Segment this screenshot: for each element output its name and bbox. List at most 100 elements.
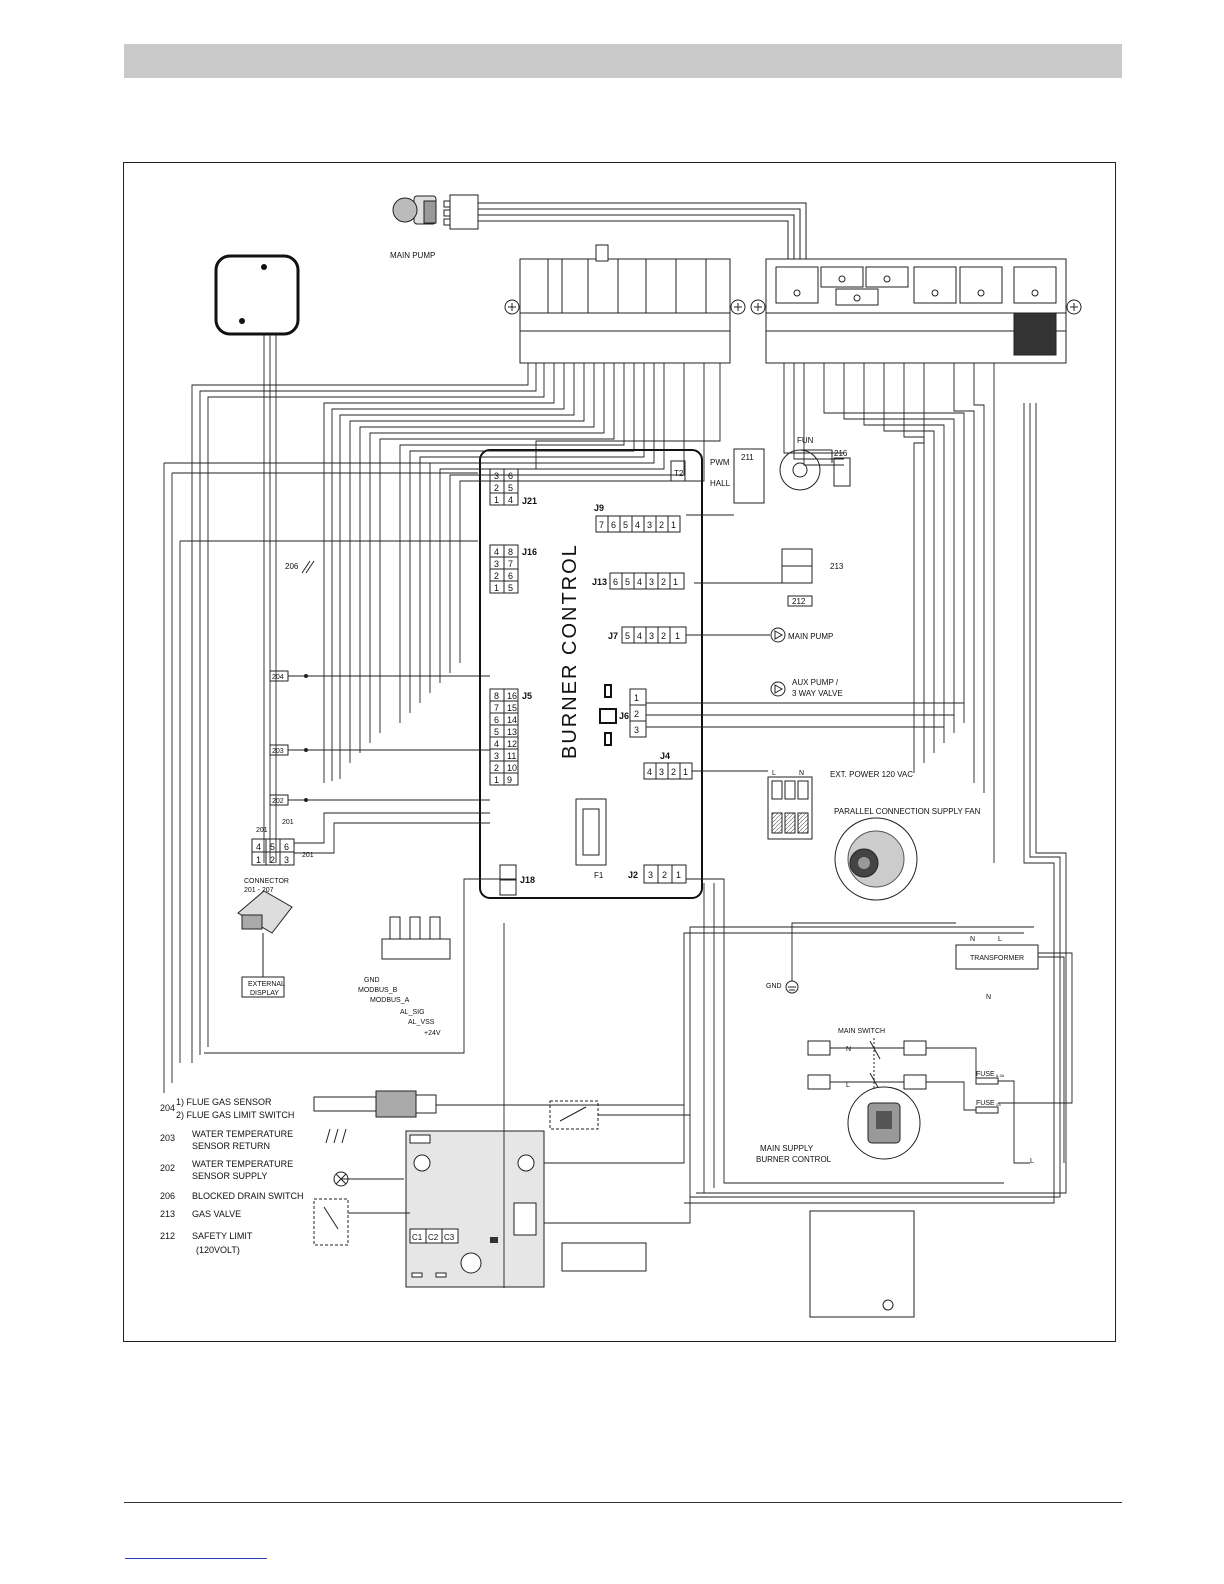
legend-212-code: 212 bbox=[160, 1231, 175, 1241]
ground-terminal: GND bbox=[766, 980, 799, 994]
wiring-diagram-frame: MAIN PUMP bbox=[123, 162, 1116, 1342]
blank-panel bbox=[809, 1210, 915, 1318]
j9-pin: 5 bbox=[623, 520, 628, 530]
j13-pin: 4 bbox=[637, 577, 642, 587]
legend-203-text: WATER TEMPERATURE bbox=[192, 1129, 293, 1139]
j5-pin: 16 bbox=[507, 691, 517, 701]
j13-pin: 1 bbox=[673, 577, 678, 587]
j21-pin: 2 bbox=[494, 483, 499, 493]
burner-control-label: BURNER CONTROL bbox=[559, 543, 581, 759]
connector-label-2: 201 - 207 bbox=[244, 887, 274, 894]
c201-pin: 4 bbox=[256, 842, 261, 852]
j5-pin: 3 bbox=[494, 751, 499, 761]
c201-pin: 3 bbox=[284, 855, 289, 865]
transformer: TRANSFORMER N L N bbox=[955, 936, 1039, 1001]
legend-202-text: SENSOR SUPPLY bbox=[192, 1171, 267, 1181]
modbus-pin-labels: GND MODBUS_B MODBUS_A AL_SIG AL_VSS +24V bbox=[358, 977, 441, 1037]
legend-202-code: 202 bbox=[160, 1163, 175, 1173]
l-bottom-label: L bbox=[1030, 1158, 1034, 1165]
pwm-label: PWM bbox=[710, 458, 730, 467]
fuse2-rating: 2A bbox=[996, 1102, 1001, 1107]
c201-label: 201 bbox=[256, 827, 268, 834]
fuse1-label: FUSE bbox=[976, 1071, 995, 1078]
c201-label: 201 bbox=[302, 852, 314, 859]
j18-label: J18 bbox=[520, 875, 535, 885]
j7-pin: 1 bbox=[675, 631, 680, 641]
j16-pin: 4 bbox=[494, 547, 499, 557]
j16-pin: 6 bbox=[508, 571, 513, 581]
j4-pin: 4 bbox=[647, 767, 652, 777]
c211-label: 211 bbox=[741, 453, 754, 462]
fuse2-label: FUSE bbox=[976, 1100, 995, 1107]
j21-pin: 1 bbox=[494, 495, 499, 505]
j16-pin: 3 bbox=[494, 559, 499, 569]
ignition-pin-c2: C2 bbox=[428, 1233, 439, 1242]
safety-limit-switch bbox=[313, 1198, 349, 1246]
modbus-b-label: MODBUS_B bbox=[358, 987, 398, 994]
c213-label: 213 bbox=[830, 562, 844, 571]
connector-j5: 8 16 7 15 6 14 5 13 4 12 3 11 2 10 1 9 J… bbox=[489, 688, 532, 786]
footer-link-underline bbox=[125, 1558, 267, 1559]
j4-pin: 3 bbox=[659, 767, 664, 777]
terminal-block-right bbox=[750, 258, 1082, 364]
j5-pin: 10 bbox=[507, 763, 517, 773]
j4-label: J4 bbox=[660, 751, 670, 761]
j16-label: J16 bbox=[522, 547, 537, 557]
j16-pin: 5 bbox=[508, 583, 513, 593]
legend-206-text: BLOCKED DRAIN SWITCH bbox=[192, 1191, 304, 1201]
j9-label: J9 bbox=[594, 503, 604, 513]
v24-label: +24V bbox=[424, 1030, 441, 1037]
aux-pump-symbol: AUX PUMP / 3 WAY VALVE bbox=[770, 678, 843, 698]
supply-fan-image bbox=[834, 817, 918, 901]
fan-blower: FUN 216 bbox=[779, 436, 851, 491]
connector-j18: J18 bbox=[499, 864, 535, 896]
j13-label: J13 bbox=[592, 577, 607, 587]
external-display-box: EXTERNAL DISPLAY bbox=[241, 933, 285, 998]
j7-pin: 2 bbox=[661, 631, 666, 641]
transformer-n2-label: N bbox=[986, 994, 991, 1001]
connector-j16: 4 8 3 7 2 6 1 5 J16 bbox=[489, 544, 537, 594]
safety-limit-212: 212 bbox=[787, 595, 813, 607]
legend-212-text: SAFETY LIMIT bbox=[192, 1231, 253, 1241]
j9-pin: 6 bbox=[611, 520, 616, 530]
j16-pin: 2 bbox=[494, 571, 499, 581]
c201-pin: 2 bbox=[270, 855, 275, 865]
j9-pin: 3 bbox=[647, 520, 652, 530]
main-switch-n-label: N bbox=[846, 1046, 851, 1053]
fan-connector-211: 211 PWM HALL bbox=[710, 448, 765, 504]
j5-pin: 5 bbox=[494, 727, 499, 737]
j6-label: J6 bbox=[619, 711, 629, 721]
j5-pin: 2 bbox=[494, 763, 499, 773]
j7-pin: 4 bbox=[637, 631, 642, 641]
main-switch: MAIN SWITCH N L bbox=[807, 1028, 927, 1093]
j5-pin: 9 bbox=[507, 775, 512, 785]
main-supply-label-1: MAIN SUPPLY bbox=[760, 1144, 814, 1153]
transformer-n-label: N bbox=[970, 936, 975, 943]
j4-pin: 1 bbox=[683, 767, 688, 777]
terminal-block-left bbox=[504, 244, 746, 364]
j7-pin: 3 bbox=[649, 631, 654, 641]
ignition-module: C1 C2 C3 bbox=[405, 1130, 545, 1288]
j21-pin: 5 bbox=[508, 483, 513, 493]
aux-pump-label-2: 3 WAY VALVE bbox=[792, 689, 843, 698]
connector-j4: 4 3 2 1 J4 bbox=[643, 751, 693, 780]
j5-pin: 8 bbox=[494, 691, 499, 701]
j2-pin: 1 bbox=[676, 870, 681, 880]
j13-pin: 2 bbox=[661, 577, 666, 587]
main-pump-top-label: MAIN PUMP bbox=[390, 251, 435, 260]
j9-pin: 4 bbox=[635, 520, 640, 530]
legend-204-text: 2) FLUE GAS LIMIT SWITCH bbox=[176, 1110, 294, 1120]
fuse1-rating: 6.3A bbox=[996, 1073, 1005, 1078]
connector-j6: 1 2 3 J6 bbox=[619, 688, 647, 738]
switch-image bbox=[847, 1086, 921, 1160]
c201-label: 201 bbox=[282, 819, 294, 826]
j16-pin: 7 bbox=[508, 559, 513, 569]
legend-203-text: SENSOR RETURN bbox=[192, 1141, 270, 1151]
c216-label: 216 bbox=[834, 449, 848, 458]
c204-label: 204 bbox=[272, 674, 284, 681]
al-vss-label: AL_VSS bbox=[408, 1019, 435, 1026]
aux-pump-label-1: AUX PUMP / bbox=[792, 678, 839, 687]
c201-pin: 6 bbox=[284, 842, 289, 852]
c206-label: 206 bbox=[285, 562, 299, 571]
display-module bbox=[214, 254, 300, 336]
